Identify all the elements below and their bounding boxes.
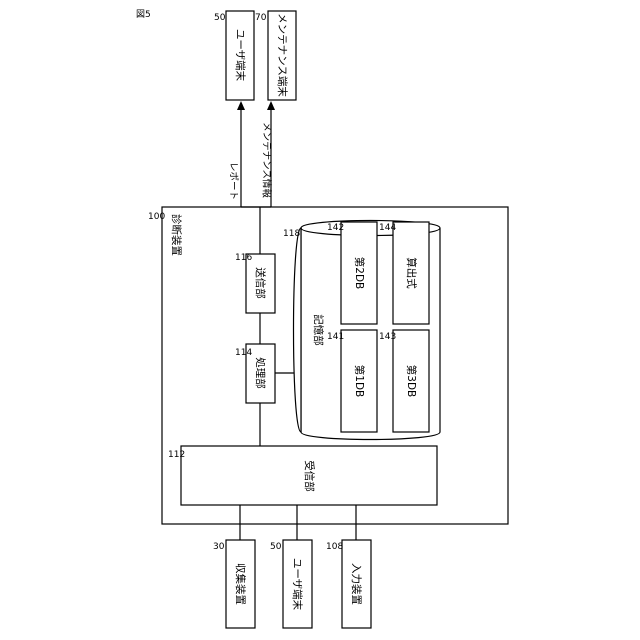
maintenance-terminal-label: メンテナンス端末: [276, 13, 289, 97]
receiver-ref: 112: [168, 450, 185, 460]
figure-label: 図5: [136, 9, 151, 20]
db2-label: 第2DB: [353, 257, 366, 289]
transmitter-label: 送信部: [254, 267, 267, 299]
output-user-terminal-label: ユーザ端末: [234, 29, 247, 82]
storage-label: 記憶部: [312, 314, 325, 346]
collector-ref: 30: [213, 542, 225, 552]
maintenance-terminal-ref: 70: [255, 13, 267, 23]
output-user-terminal-ref: 50: [214, 13, 226, 23]
db1-ref: 141: [327, 332, 344, 342]
maintenance-info-caption: メンテナンス情報: [261, 122, 273, 198]
db3-ref: 143: [379, 332, 396, 342]
formula-ref: 144: [379, 223, 396, 233]
storage-ref: 118: [283, 229, 300, 239]
db2-ref: 142: [327, 223, 344, 233]
report-arrow-head: [237, 101, 245, 110]
db1-label: 第1DB: [353, 365, 366, 397]
formula-label: 算出式: [405, 257, 418, 289]
processor-ref: 114: [235, 348, 252, 358]
diagnostic-device-label: 診断装置: [170, 214, 183, 256]
maintenance-arrow-head: [267, 101, 275, 110]
report-caption: レポート: [228, 162, 239, 200]
collector-label: 収集装置: [234, 563, 247, 605]
input-device-label: 入力装置: [350, 563, 363, 605]
input-user-terminal-ref: 50: [270, 542, 282, 552]
receiver-label: 受信部: [303, 460, 316, 492]
transmitter-ref: 116: [235, 253, 252, 263]
diagnostic-device-ref: 100: [148, 212, 165, 222]
processor-label: 処理部: [254, 357, 267, 389]
input-user-terminal-label: ユーザ端末: [291, 558, 304, 611]
input-device-ref: 108: [326, 542, 343, 552]
db3-label: 第3DB: [405, 365, 418, 397]
